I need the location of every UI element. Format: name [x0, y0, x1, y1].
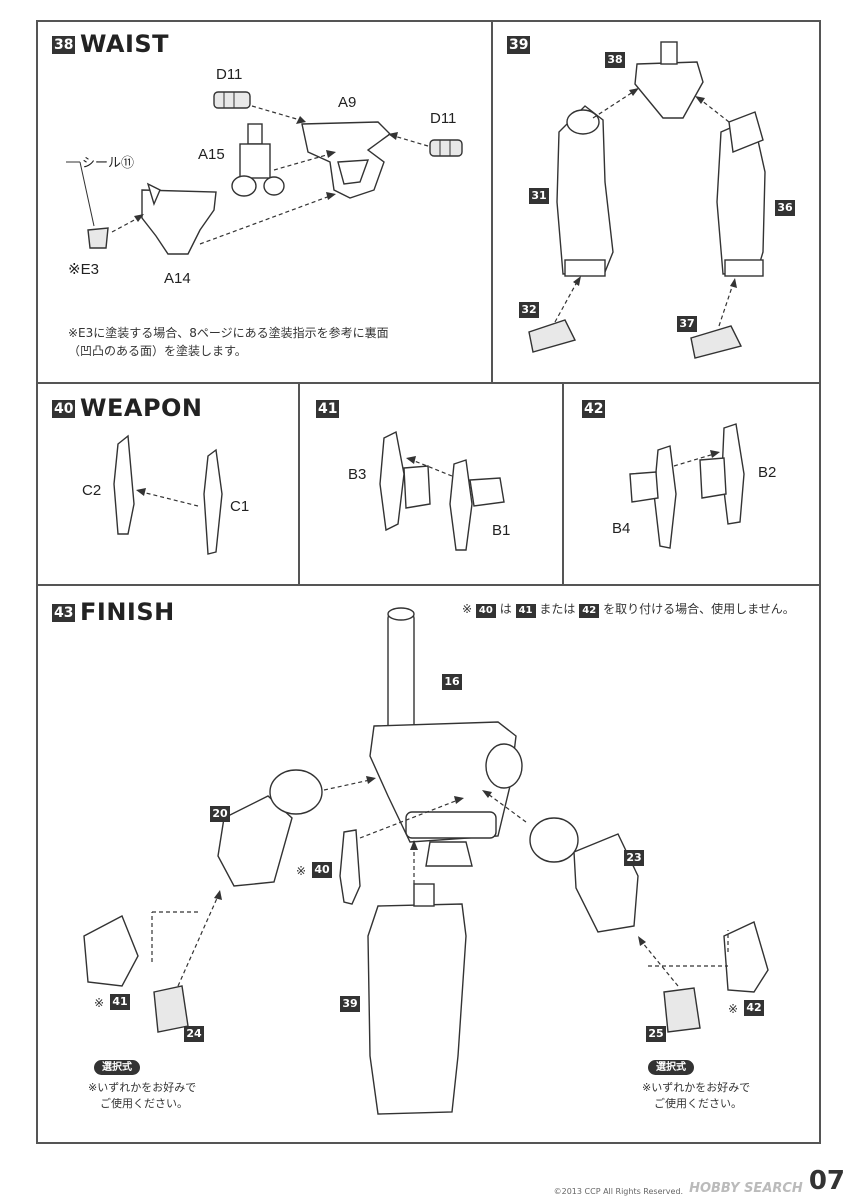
part-20-badge: 20	[210, 806, 230, 822]
step-39-badge: 39	[507, 36, 531, 54]
note-line-1: ※E3に塗装する場合、8ページにある塗装指示を参考に裏面	[68, 326, 389, 340]
part-23-badge: 23	[624, 850, 644, 866]
step-40-badge: 40	[52, 400, 76, 418]
step-38-title: WAIST	[80, 30, 170, 58]
legs-waist-diagram	[528, 41, 766, 359]
weapon-option-41-diagram	[379, 430, 505, 551]
copyright-text: ©2013 CCP All Rights Reserved.	[553, 1187, 684, 1196]
hobby-search-logo: HOBBY SEARCH	[689, 1181, 803, 1196]
step-39-panel: 39 38 31 36 32 37	[491, 20, 821, 384]
part-24-badge: 24	[184, 1026, 204, 1042]
left-note-line-2: ご使用ください。	[100, 1097, 188, 1110]
step-43-badge: 43	[52, 604, 76, 622]
part-32-badge: 32	[519, 302, 539, 318]
final-assembly-diagram	[83, 607, 769, 1115]
label-d11-left: D11	[216, 66, 243, 83]
step-43-top-note: ※ 40 は 41 または 42 を取り付ける場合、使用しません。	[462, 600, 795, 618]
left-selection-note: ※いずれかをお好みで ご使用ください。	[88, 1080, 196, 1112]
part-39-badge: 39	[340, 996, 360, 1012]
part-37-badge: 37	[677, 316, 697, 332]
step-43-panel: 43 FINISH ※ 40 は 41 または 42 を取り付ける場合、使用しま…	[36, 584, 821, 1144]
part-38-badge: 38	[605, 52, 625, 68]
part-41-mark: ※	[94, 996, 105, 1010]
label-b1: B1	[492, 522, 511, 539]
part-40-mark: ※	[296, 864, 307, 878]
step-43-title: FINISH	[80, 598, 175, 626]
left-note-line-1: ※いずれかをお好みで	[88, 1081, 197, 1094]
left-selection-pill: 選択式	[94, 1060, 140, 1075]
waist-assembly-diagram	[66, 91, 463, 255]
page-number: 07	[808, 1166, 845, 1196]
label-b3: B3	[348, 466, 367, 483]
label-b2: B2	[758, 464, 777, 481]
label-d11-right: D11	[430, 110, 457, 127]
part-41-badge: 41	[110, 994, 130, 1010]
note-wa: は	[499, 602, 512, 616]
step-40-panel: 40 WEAPON C2 C1	[36, 382, 300, 586]
step-40-title: WEAPON	[80, 394, 203, 422]
right-selection-note: ※いずれかをお好みで ご使用ください。	[642, 1080, 750, 1112]
part-36-badge: 36	[775, 200, 795, 216]
step-42-badge: 42	[582, 400, 606, 418]
note-mark: ※	[462, 602, 473, 616]
step-41-badge: 41	[316, 400, 340, 418]
note-line-2: （凹凸のある面）を塗装します。	[68, 344, 247, 358]
step-38-panel: 38 WAIST D11 A9 D11 A15 シール⑪ ※E3 A14	[36, 20, 493, 384]
note-step-40-badge: 40	[475, 604, 496, 618]
note-rest: を取り付ける場合、使用しません。	[603, 602, 795, 616]
label-a9: A9	[338, 94, 357, 111]
part-25-badge: 25	[646, 1026, 666, 1042]
weapon-diagram	[113, 434, 223, 555]
note-mataha: または	[539, 602, 576, 616]
label-b4: B4	[612, 520, 631, 537]
right-note-line-1: ※いずれかをお好みで	[642, 1081, 751, 1094]
part-16-badge: 16	[442, 674, 462, 690]
label-seal-11: シール⑪	[82, 155, 135, 170]
step-38-badge: 38	[52, 36, 76, 54]
weapon-option-42-diagram	[629, 423, 745, 549]
step-41-panel: 41 B3 B1	[298, 382, 564, 586]
step-42-panel: 42 B2 B4	[562, 382, 821, 586]
right-note-line-2: ご使用ください。	[654, 1097, 742, 1110]
right-selection-pill: 選択式	[648, 1060, 694, 1075]
label-e3: ※E3	[68, 261, 99, 278]
part-31-badge: 31	[529, 188, 549, 204]
note-step-42-badge: 42	[579, 604, 600, 618]
label-a15: A15	[198, 146, 225, 163]
note-step-41-badge: 41	[515, 604, 536, 618]
part-42-mark: ※	[728, 1002, 739, 1016]
step-38-painting-note: ※E3に塗装する場合、8ページにある塗装指示を参考に裏面 （凹凸のある面）を塗装…	[68, 324, 389, 360]
part-40-badge: 40	[312, 862, 332, 878]
page-footer: ©2013 CCP All Rights Reserved. HOBBY SEA…	[554, 1166, 845, 1196]
label-c2: C2	[82, 482, 102, 499]
part-42-badge: 42	[744, 1000, 764, 1016]
label-c1: C1	[230, 498, 250, 515]
label-a14: A14	[164, 270, 191, 287]
